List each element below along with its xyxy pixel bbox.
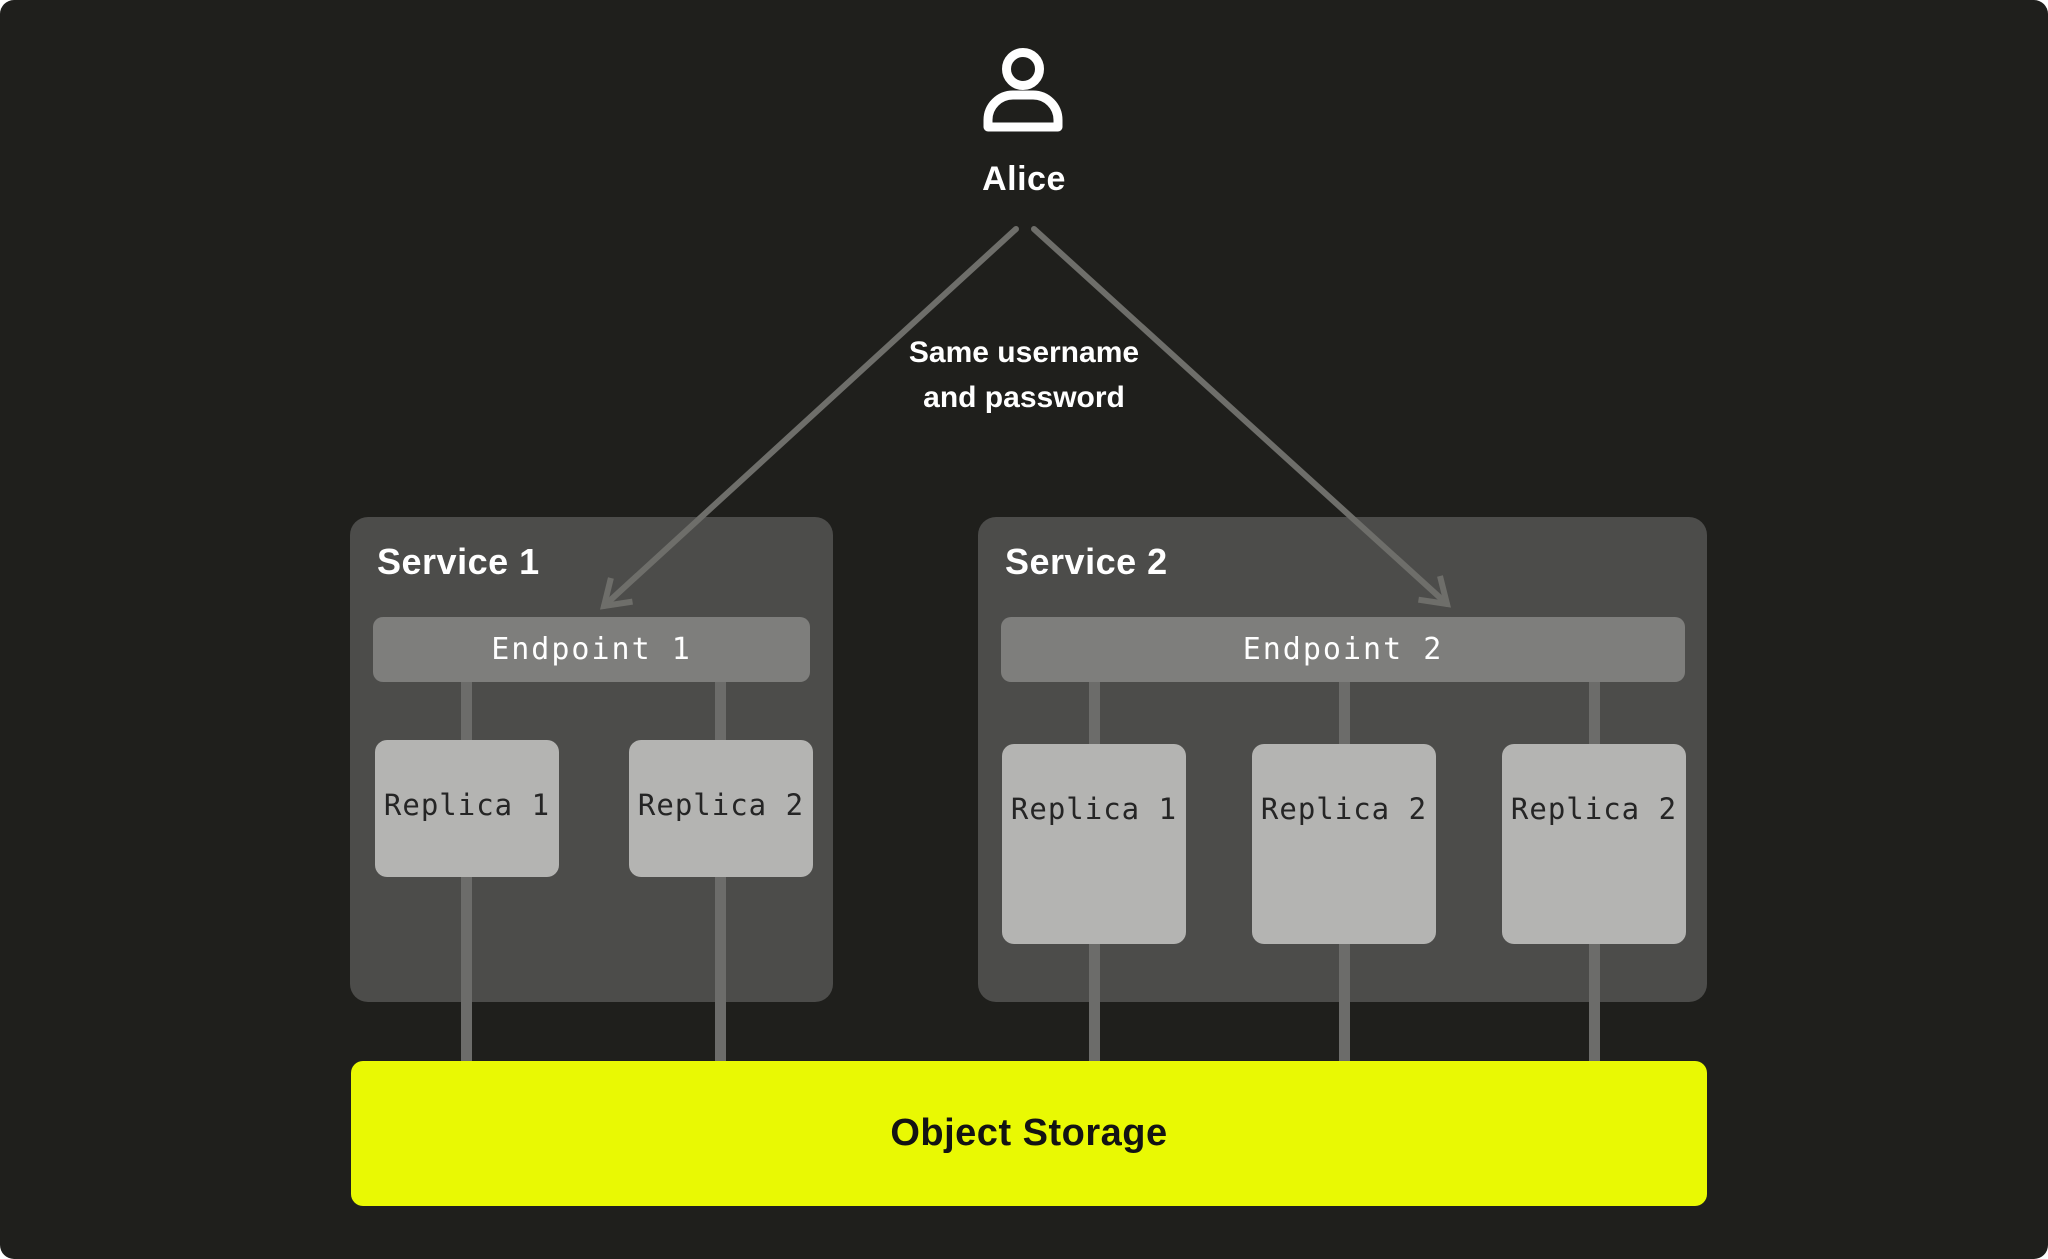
- arrow-annotation: Same username and password: [0, 330, 2048, 420]
- service-1-title: Service 1: [377, 541, 540, 582]
- endpoint-2-bar: Endpoint 2: [1001, 617, 1685, 682]
- annotation-line-1: Same username: [908, 336, 1140, 369]
- service-2-replica-box: Replica 2: [1252, 744, 1436, 944]
- service-1-replica-box: Replica 1: [375, 740, 559, 877]
- service-2-replica-box: Replica 2: [1502, 744, 1686, 944]
- service-2-replica-box: Replica 1: [1002, 744, 1186, 944]
- object-storage-bar: Object Storage: [351, 1061, 1707, 1206]
- user-name-label: Alice: [982, 160, 1066, 198]
- object-storage-label: Object Storage: [890, 1112, 1168, 1154]
- service-1-replica-box: Replica 2: [629, 740, 813, 877]
- person-icon: [983, 48, 1063, 132]
- service-2-title: Service 2: [1005, 541, 1168, 582]
- endpoint-1-bar: Endpoint 1: [373, 617, 810, 682]
- annotation-line-2: and password: [923, 381, 1125, 414]
